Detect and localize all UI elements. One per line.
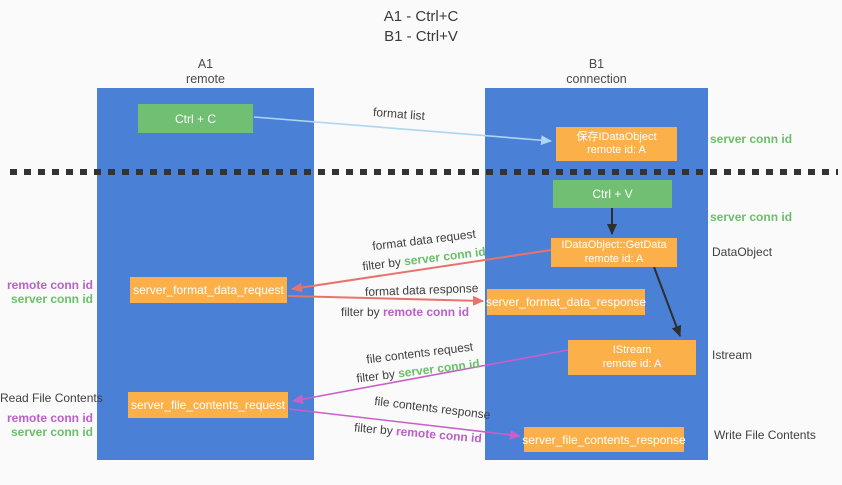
node-ctrl-v: Ctrl + V [553, 180, 672, 208]
filter-value-remote: remote conn id [395, 424, 483, 446]
node-save-dataobject: 保存IDataObject remote id: A [556, 127, 677, 161]
node-file-response-label: server_file_contents_response [522, 432, 686, 447]
label-write-file-contents: Write File Contents [714, 428, 816, 442]
node-getdata: IDataObject::GetData remote id: A [551, 238, 677, 267]
label-istream: Istream [712, 348, 753, 362]
node-istream-line1: IStream [612, 344, 652, 356]
node-ctrl-v-label: Ctrl + V [592, 187, 633, 201]
label-filter-by-remote-2: filter by remote conn id [354, 420, 483, 445]
lane-a1-name: A1 [197, 57, 214, 71]
label-file-contents-response: file contents response [373, 393, 492, 423]
lane-header-a1: A1 remote [97, 57, 314, 87]
node-format-response-label: server_format_data_response [485, 295, 647, 309]
node-ctrl-c: Ctrl + C [138, 104, 253, 133]
filter-prefix: filter by [361, 254, 406, 274]
node-file-request-label: server_file_contents_request [130, 398, 286, 412]
node-server-format-data-response: server_format_data_response [485, 289, 647, 315]
label-server-conn-id-2: server conn id [10, 425, 93, 439]
lane-b1-name: B1 [588, 57, 605, 71]
label-filter-by-remote-1: filter by remote conn id [341, 305, 469, 319]
node-server-file-contents-request: server_file_contents_request [128, 392, 288, 418]
lane-a1-role: remote [186, 72, 225, 86]
node-istream-line2: remote id: A [602, 357, 662, 370]
node-ctrl-c-label: Ctrl + C [174, 111, 216, 126]
label-remote-conn-id-2: remote conn id [6, 411, 93, 425]
filter-prefix: filter by [355, 366, 400, 386]
label-server-conn-id-1: server conn id [10, 292, 93, 306]
title-line-2: B1 - Ctrl+V [384, 28, 458, 45]
label-server-conn-id-top: server conn id [710, 132, 793, 146]
label-read-file-contents: Read File Contents [0, 391, 103, 405]
label-format-data-response: format data response [364, 281, 479, 299]
filter-prefix: filter by [353, 420, 397, 439]
node-istream: IStream remote id: A [568, 340, 696, 375]
filter-prefix: filter by [341, 305, 384, 319]
label-dataobject: DataObject [712, 245, 773, 259]
node-getdata-line2: remote id: A [584, 252, 644, 265]
node-server-file-contents-response: server_file_contents_response [522, 427, 686, 452]
filter-value-remote: remote conn id [383, 305, 470, 319]
node-format-request-label: server_format_data_request [133, 283, 284, 297]
node-server-format-data-request: server_format_data_request [130, 277, 287, 303]
node-getdata-line1: IDataObject::GetData [561, 239, 667, 251]
node-save-dataobject-line1: 保存IDataObject [576, 130, 657, 143]
label-remote-conn-id-1: remote conn id [6, 278, 93, 292]
diagram-title: A1 - Ctrl+C B1 - Ctrl+V [0, 7, 842, 47]
label-server-conn-id-mid: server conn id [710, 210, 793, 224]
node-save-dataobject-line2: remote id: A [587, 144, 646, 156]
label-format-list: format list [372, 104, 426, 124]
title-line-1: A1 - Ctrl+C [383, 8, 459, 25]
lane-b1-role: connection [566, 72, 627, 86]
lane-header-b1: B1 connection [485, 57, 708, 87]
